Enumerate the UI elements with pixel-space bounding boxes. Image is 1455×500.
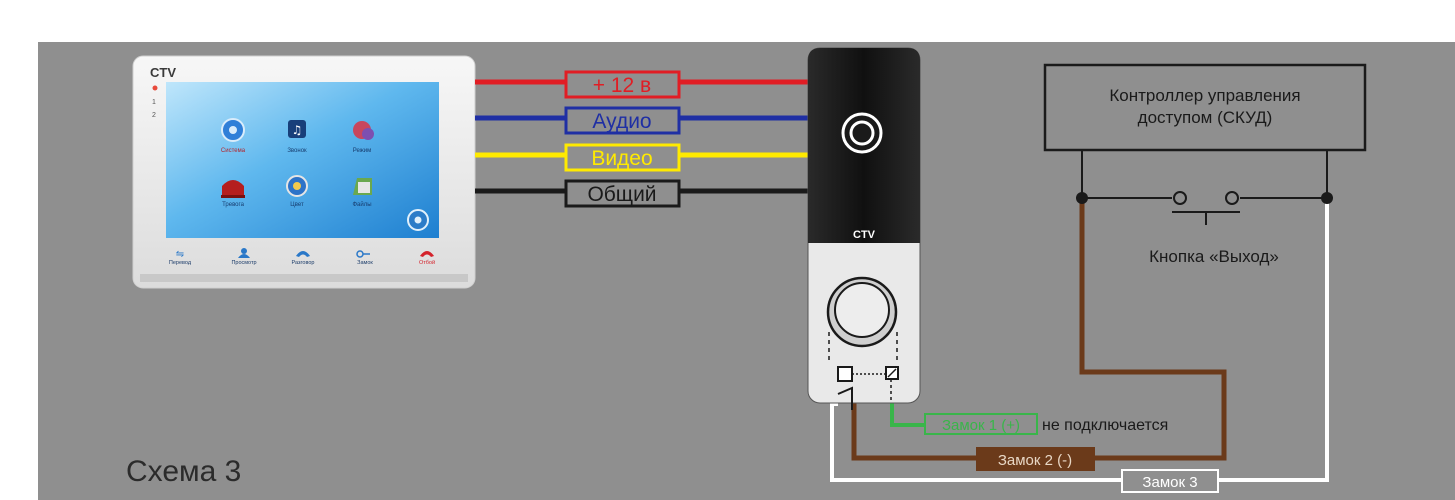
lock1-label: Замок 1 (+) xyxy=(942,417,1020,434)
app-mode-label: Режим xyxy=(353,148,372,154)
lock3-label-box xyxy=(1121,469,1219,493)
lock-label: Замок xyxy=(357,260,373,266)
lock2-label: Замок 2 (-) xyxy=(998,452,1072,469)
lock1-label-box xyxy=(924,413,1038,435)
alarm-bell-icon xyxy=(222,180,244,195)
call-button[interactable] xyxy=(826,276,898,348)
app-system[interactable]: Система xyxy=(221,118,246,154)
transfer-arrows-icon: ⇋ xyxy=(176,249,184,260)
app-alarm[interactable]: Тревога xyxy=(221,180,245,208)
monitor-side-label-2: 2 xyxy=(152,112,156,119)
wire-audio-label-box xyxy=(564,106,681,135)
monitor-led xyxy=(152,85,158,91)
controller-box xyxy=(1043,63,1367,152)
app-mode[interactable]: Режим xyxy=(353,121,374,154)
transfer-label: Перевод xyxy=(169,260,192,266)
svg-text:♫: ♫ xyxy=(292,123,303,137)
wire-audio-label: Аудио xyxy=(592,110,651,133)
monitor-brand-logo: CTV xyxy=(150,65,176,80)
view-label: Просмотр xyxy=(231,260,256,266)
lock-button[interactable]: Замок xyxy=(356,250,373,266)
hangup-button[interactable]: Отбой xyxy=(419,251,435,266)
lock-labels: Замок 1 (+) не подключается Замок 2 (-) … xyxy=(924,413,1219,493)
phone-icon xyxy=(296,251,310,257)
monitor-side-label-1: 1 xyxy=(152,99,156,106)
wire-lock2 xyxy=(851,200,1227,461)
terminal-block xyxy=(837,366,899,410)
wire-12v-label-box xyxy=(564,70,681,99)
exit-button-label: Кнопка «Выход» xyxy=(1149,247,1279,266)
indoor-monitor: CTV 1 2 Система ♫ Звонок Режим Тревога xyxy=(132,55,476,289)
app-color[interactable]: Цвет xyxy=(286,175,308,208)
scheme-title: Схема 3 xyxy=(126,455,242,488)
controller-label-line2: доступом (СКУД) xyxy=(1138,108,1273,127)
app-files[interactable]: Файлы xyxy=(352,178,372,208)
dot-left xyxy=(1076,192,1088,204)
doorbell-brand-logo: CTV xyxy=(853,229,876,241)
exit-button-symbol xyxy=(1172,191,1240,225)
hangup-phone-icon xyxy=(420,251,434,257)
wire-common-label-box xyxy=(564,179,681,208)
main-wires: + 12 в Аудио Видео Общий xyxy=(475,70,808,208)
outdoor-panel: CTV xyxy=(807,47,921,410)
controller-label-line1: Контроллер управления xyxy=(1109,86,1300,105)
app-alarm-label: Тревога xyxy=(222,202,245,208)
wire-12v-label: + 12 в xyxy=(593,74,651,97)
music-icon xyxy=(288,120,306,138)
hangup-label: Отбой xyxy=(419,259,435,266)
talk-label: Разговор xyxy=(292,260,315,266)
app-call[interactable]: ♫ Звонок xyxy=(287,120,307,154)
transfer-button[interactable]: ⇋ Перевод xyxy=(169,249,192,266)
monitor-bottom-bar: ⇋ Перевод Просмотр Разговор Замок Отбой xyxy=(169,248,435,266)
dot-right xyxy=(1321,192,1333,204)
app-call-label: Звонок xyxy=(287,148,307,154)
monitor-screen xyxy=(166,82,439,238)
person-icon xyxy=(241,248,247,254)
lock1-note: не подключается xyxy=(1042,417,1168,434)
view-button[interactable]: Просмотр xyxy=(231,248,257,266)
wire-video-label: Видео xyxy=(591,147,652,170)
app-system-label: Система xyxy=(221,148,246,154)
wire-lock3 xyxy=(830,200,1329,482)
app-files-label: Файлы xyxy=(352,201,371,208)
app-color-label: Цвет xyxy=(290,202,304,208)
wire-video-label-box xyxy=(564,143,681,172)
lock3-label: Замок 3 xyxy=(1142,474,1197,491)
wire-common-label: Общий xyxy=(587,183,656,206)
access-controller: Контроллер управления доступом (СКУД) Кн… xyxy=(1043,63,1367,266)
lock2-label-box xyxy=(976,447,1095,471)
settings-button[interactable] xyxy=(407,209,429,231)
talk-button[interactable]: Разговор xyxy=(292,251,315,266)
